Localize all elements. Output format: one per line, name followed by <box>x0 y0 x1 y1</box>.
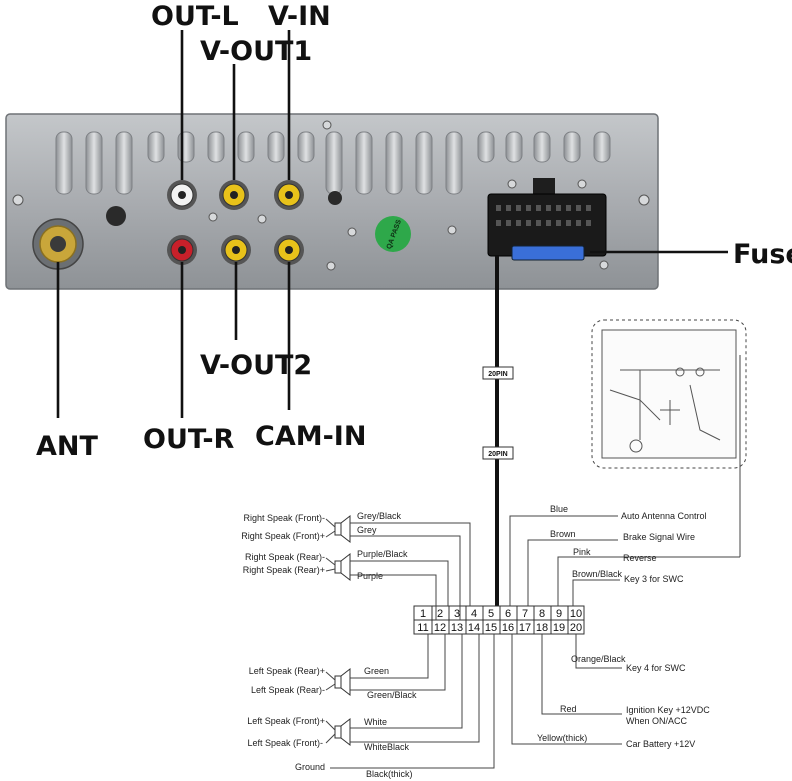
wire-dest-label: Ground <box>295 762 325 772</box>
wire-dest-label: Left Speak (Front)+ <box>247 716 325 726</box>
wire-color-label: Blue <box>550 504 568 514</box>
wire-color-label: Green/Black <box>367 690 417 700</box>
pin-label: 16 <box>502 622 514 634</box>
pin-label: 6 <box>505 608 511 620</box>
wire-color-label: Purple <box>357 571 383 581</box>
label-out-r: OUT-R <box>143 424 235 455</box>
panel-hole-icon <box>328 191 342 205</box>
rca-v-out1-jack-icon <box>219 180 249 210</box>
wire-color-label: Red <box>560 704 577 714</box>
rca-out-r-jack-icon <box>167 235 197 265</box>
wire-dest-label: Car Battery +12V <box>626 739 695 749</box>
wire-color-label: Grey/Black <box>357 511 402 521</box>
wire-color-label: Grey <box>357 525 377 535</box>
pin-label: 12 <box>434 622 446 634</box>
callout-leaders <box>56 30 728 610</box>
pin-label: 9 <box>556 608 562 620</box>
pin-label: 4 <box>471 608 477 620</box>
wire-dest-label: Left Speak (Front)- <box>247 738 323 748</box>
pin-label: 7 <box>522 608 528 620</box>
connector-tag-bottom: 20PIN <box>482 446 514 460</box>
rca-v-out2-jack-icon <box>221 235 251 265</box>
pin-label: 3 <box>454 608 460 620</box>
wire-color-label: WhiteBlack <box>364 742 410 752</box>
pin-label: 11 <box>417 622 428 634</box>
pin-label: 13 <box>451 622 463 634</box>
wire-dest-label: Left Speak (Rear)- <box>251 685 325 695</box>
wire-dest-label: Key 3 for SWC <box>624 574 684 584</box>
antenna-socket-icon <box>32 218 84 270</box>
wire-dest-label: When ON/ACC <box>626 716 688 726</box>
rca-out-l-jack-icon <box>167 180 197 210</box>
rca-cam-in-jack-icon <box>274 235 304 265</box>
wire-dest-label: Right Speak (Rear)+ <box>243 565 325 575</box>
screw-icons <box>12 120 650 271</box>
label-fuse: Fuse <box>733 239 792 270</box>
wire-dest-label: Key 4 for SWC <box>626 663 686 673</box>
pin-label: 10 <box>570 608 582 620</box>
wire-dest-label: Reverse <box>623 553 657 563</box>
wire-color-label: Black(thick) <box>366 769 413 779</box>
qa-pass-sticker: QA PASS <box>375 216 411 252</box>
label-v-out1: V-OUT1 <box>200 36 312 67</box>
pin-label: 20 <box>570 622 582 634</box>
label-ant: ANT <box>36 431 98 462</box>
wire-color-label: Green <box>364 666 389 676</box>
connector-tag-bottom-text: 20PIN <box>488 451 507 458</box>
wire-color-label: Purple/Black <box>357 549 408 559</box>
wire-color-label: Brown <box>550 529 576 539</box>
wire-color-label: Yellow(thick) <box>537 733 587 743</box>
fuse-icon <box>511 245 585 261</box>
wire-dest-label: Left Speak (Rear)+ <box>249 666 325 676</box>
panel-hole-icon <box>106 206 126 226</box>
label-cam-in: CAM-IN <box>255 421 366 452</box>
wire-color-label: Orange/Black <box>571 654 626 664</box>
label-out-l: OUT-L <box>151 1 239 32</box>
pin-label: 18 <box>536 622 548 634</box>
brake-reverse-inset <box>591 319 747 557</box>
pin-label: 15 <box>485 622 497 634</box>
label-v-out2: V-OUT2 <box>200 350 312 381</box>
head-unit-panel: QA PASS <box>5 113 659 290</box>
wire-dest-label: Auto Antenna Control <box>621 511 707 521</box>
pin-label: 17 <box>519 622 531 634</box>
pin-label: 8 <box>539 608 545 620</box>
wire-dest-label: Right Speak (Rear)- <box>245 552 325 562</box>
pin-label: 19 <box>553 622 565 634</box>
wire-dest-label: Right Speak (Front)- <box>243 513 325 523</box>
wire-color-label: White <box>364 717 387 727</box>
wire-color-label: Brown/Black <box>572 569 623 579</box>
pedal-sketch-icon <box>609 367 721 453</box>
connector-tag-top: 20PIN <box>482 366 514 380</box>
left-wiring: Right Speak (Front)- Grey/Black Right Sp… <box>241 511 495 779</box>
rca-v-in-jack-icon <box>274 180 304 210</box>
pin-connector: 1 2 3 4 5 6 7 8 9 10 11 12 13 14 15 16 1… <box>413 605 585 635</box>
speaker-icon <box>334 514 351 747</box>
right-wiring: Blue Auto Antenna Control Brown Brake Si… <box>509 504 740 749</box>
pin-label: 14 <box>468 622 480 634</box>
iso-connector-socket-icon <box>487 178 607 261</box>
wire-dest-label: Brake Signal Wire <box>623 532 695 542</box>
vent-slots <box>55 131 611 195</box>
connector-tag-top-text: 20PIN <box>488 371 507 378</box>
wire-dest-label: Right Speak (Front)+ <box>241 531 325 541</box>
wire-dest-label: Ignition Key +12VDC <box>626 705 710 715</box>
wire-color-label: Pink <box>573 547 591 557</box>
pin-label: 1 <box>420 608 426 620</box>
pin-label: 5 <box>488 608 494 620</box>
pin-label: 2 <box>437 608 443 620</box>
label-v-in: V-IN <box>268 1 331 32</box>
